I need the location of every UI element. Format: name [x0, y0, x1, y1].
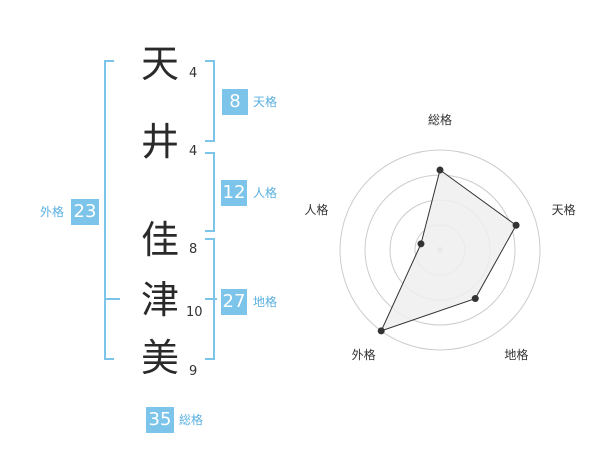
- soukaku-label: 総格: [179, 413, 204, 427]
- stroke-count-5: 9: [189, 364, 198, 379]
- radar-point-2: [512, 221, 520, 229]
- stroke-count-4: 10: [186, 305, 203, 320]
- name-char-2: 井: [140, 120, 179, 164]
- radar-axis-label-3: 地格: [504, 347, 528, 362]
- name-char-5: 美: [140, 336, 179, 380]
- jinkaku-bracket: [205, 152, 215, 232]
- radar-point-1: [436, 166, 444, 174]
- stroke-count-1: 4: [189, 66, 198, 81]
- chikaku-value-badge: 27: [221, 289, 247, 315]
- jinkaku-value-badge: 12: [221, 180, 247, 206]
- tenkaku-label: 天格: [253, 95, 278, 109]
- gaikaku-divider-tick: [104, 298, 120, 300]
- chikaku-label: 地格: [253, 295, 278, 309]
- radar-polygon: [380, 169, 517, 332]
- name-char-4: 津: [140, 278, 179, 322]
- radar-axis-label-2: 天格: [552, 202, 576, 217]
- radar-point-4: [377, 327, 385, 335]
- name-char-3: 佳: [140, 218, 179, 262]
- chikaku-divider-tick: [205, 298, 217, 300]
- stroke-count-2: 4: [189, 144, 198, 159]
- jinkaku-label: 人格: [253, 186, 278, 200]
- radar-point-3: [471, 295, 479, 303]
- radar-axis-label-5: 人格: [304, 202, 328, 217]
- tenkaku-value-badge: 8: [222, 89, 248, 115]
- radar-axis-label-1: 総格: [428, 112, 452, 127]
- stroke-count-3: 8: [189, 242, 198, 257]
- name-char-1: 天: [140, 42, 179, 86]
- radar-axis-label-4: 外格: [352, 347, 376, 362]
- radar-ring: [339, 149, 541, 351]
- gaikaku-bracket: [104, 60, 114, 360]
- radar-point-5: [417, 240, 425, 248]
- soukaku-value-badge: 35: [146, 407, 174, 433]
- gaikaku-label: 外格: [40, 205, 65, 219]
- tenkaku-bracket: [205, 60, 215, 142]
- gaikaku-value-badge: 23: [71, 199, 99, 225]
